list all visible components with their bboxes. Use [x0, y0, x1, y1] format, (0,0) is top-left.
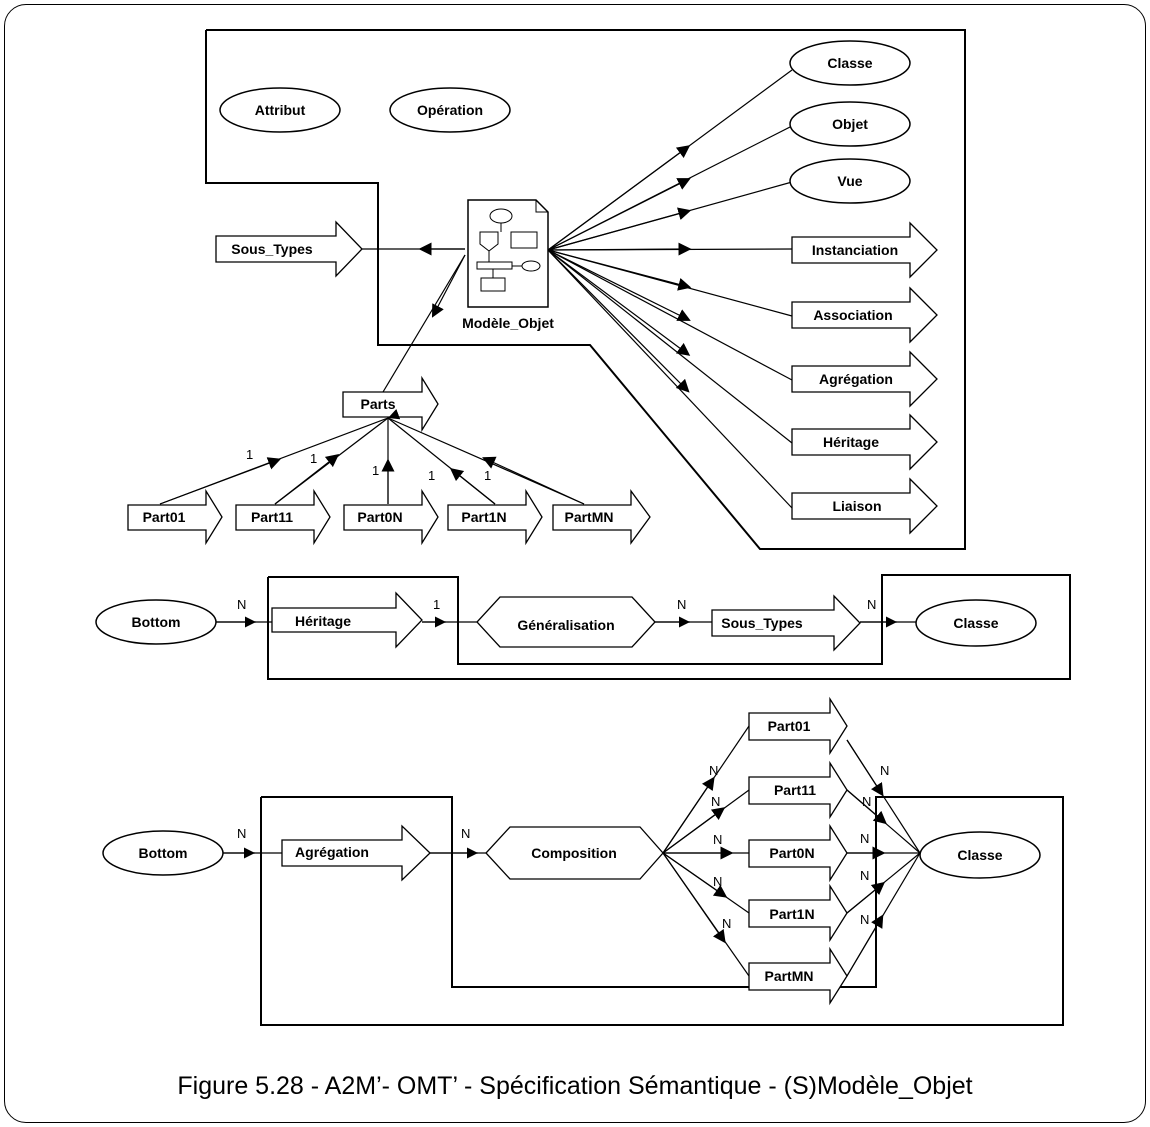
svg-text:N: N — [461, 826, 470, 841]
svg-text:N: N — [711, 794, 720, 809]
svg-text:PartMN: PartMN — [764, 968, 813, 984]
svg-text:Liaison: Liaison — [832, 498, 881, 514]
figure-frame — [4, 4, 1146, 1123]
svg-text:Instanciation: Instanciation — [812, 242, 898, 258]
modele-objet-label: Modèle_Objet — [462, 315, 554, 331]
svg-text:Part0N: Part0N — [357, 509, 402, 525]
svg-text:Bottom: Bottom — [139, 845, 188, 861]
instanciation-node: Instanciation — [791, 221, 938, 279]
svg-text:N: N — [860, 912, 869, 927]
lower-link-arrowheads — [215, 739, 887, 977]
svg-text:Part01: Part01 — [143, 509, 186, 525]
agregation-node: Agrégation — [791, 350, 938, 408]
svg-text:Opération: Opération — [417, 102, 483, 118]
svg-text:Agrégation: Agrégation — [295, 844, 369, 860]
parts-link-arrowheads — [159, 454, 585, 505]
svg-text:Classe: Classe — [957, 847, 1002, 863]
svg-text:Parts: Parts — [360, 396, 395, 412]
svg-text:Part11: Part11 — [251, 509, 293, 525]
modele-objet-link-arrowheads — [418, 145, 692, 393]
classe-node: Classe — [789, 40, 911, 86]
lower-partmn-node: PartMN — [748, 946, 848, 1006]
top-region-boundary — [205, 29, 966, 550]
svg-text:N: N — [860, 831, 869, 846]
modele-objet-links — [362, 69, 793, 509]
svg-text:N: N — [713, 832, 722, 847]
middle-sous-types-node: Sous_Types — [711, 594, 861, 652]
svg-text:Part0N: Part0N — [769, 845, 814, 861]
svg-text:PartMN: PartMN — [564, 509, 613, 525]
parts-multiplicities: 1 1 1 1 1 — [246, 447, 491, 483]
svg-text:N: N — [709, 763, 718, 778]
vue-node: Vue — [789, 158, 911, 204]
svg-text:Part01: Part01 — [768, 718, 811, 734]
svg-text:Classe: Classe — [827, 55, 872, 71]
svg-text:N: N — [880, 763, 889, 778]
svg-text:Association: Association — [813, 307, 892, 323]
middle-bottom-node: Bottom — [95, 599, 217, 645]
svg-text:N: N — [237, 826, 246, 841]
generalisation-node: Généralisation — [476, 596, 656, 648]
lower-classe-node: Classe — [919, 831, 1041, 879]
operation-node: Opération — [389, 87, 511, 133]
svg-text:N: N — [860, 868, 869, 883]
lower-multiplicities: N N N N N N N N N N N N — [237, 763, 889, 931]
top-part0n-node: Part0N — [343, 488, 439, 546]
svg-text:Part11: Part11 — [774, 782, 816, 798]
svg-text:1: 1 — [428, 468, 435, 483]
svg-text:Bottom: Bottom — [132, 614, 181, 630]
top-part01-node: Part01 — [127, 488, 223, 546]
svg-text:N: N — [677, 597, 686, 612]
svg-text:N: N — [867, 597, 876, 612]
lower-part11-node: Part11 — [748, 760, 848, 820]
top-partmn-node: PartMN — [552, 489, 651, 545]
top-part11-node: Part11 — [235, 488, 331, 546]
svg-text:Composition: Composition — [531, 845, 617, 861]
middle-classe-node: Classe — [915, 599, 1037, 647]
svg-text:Classe: Classe — [953, 615, 998, 631]
svg-text:N: N — [862, 794, 871, 809]
svg-text:Part1N: Part1N — [769, 906, 814, 922]
middle-region-boundary — [267, 574, 1071, 680]
lower-part0n-node: Part0N — [748, 823, 848, 883]
svg-text:1: 1 — [246, 447, 253, 462]
sous-types-node: Sous_Types — [215, 220, 363, 278]
parts-node: Parts — [342, 375, 439, 433]
svg-text:Part1N: Part1N — [461, 509, 506, 525]
svg-text:Agrégation: Agrégation — [819, 371, 893, 387]
parts-links — [159, 408, 585, 505]
attribut-node: Attribut — [219, 87, 341, 133]
figure-caption: Figure 5.28 - A2M’- OMT’ - Spécification… — [177, 1072, 973, 1100]
lower-part1n-node: Part1N — [748, 883, 848, 943]
svg-text:Vue: Vue — [837, 173, 862, 189]
svg-text:1: 1 — [310, 451, 317, 466]
svg-text:Attribut: Attribut — [255, 102, 306, 118]
association-node: Association — [791, 286, 938, 344]
composition-node: Composition — [485, 826, 664, 880]
svg-text:1: 1 — [433, 597, 440, 612]
svg-text:N: N — [722, 916, 731, 931]
top-part1n-node: Part1N — [447, 488, 543, 546]
svg-text:N: N — [237, 597, 246, 612]
modele-objet-document-icon — [467, 199, 549, 308]
lower-part01-node: Part01 — [748, 696, 848, 756]
svg-text:1: 1 — [484, 468, 491, 483]
svg-text:Objet: Objet — [832, 116, 868, 132]
lower-region-boundary — [260, 796, 1064, 1026]
svg-text:Héritage: Héritage — [295, 613, 351, 629]
objet-node: Objet — [789, 101, 911, 147]
liaison-node: Liaison — [791, 477, 938, 535]
lower-bottom-node: Bottom — [102, 830, 224, 876]
svg-text:Sous_Types: Sous_Types — [231, 241, 313, 257]
svg-text:1: 1 — [372, 463, 379, 478]
svg-text:N: N — [713, 874, 722, 889]
svg-text:Généralisation: Généralisation — [517, 617, 614, 633]
middle-heritage-node: Héritage — [271, 591, 423, 649]
lower-agregation-node: Agrégation — [281, 824, 431, 882]
heritage-node: Héritage — [791, 413, 938, 471]
svg-text:Sous_Types: Sous_Types — [721, 615, 803, 631]
middle-multiplicities: N 1 N N — [237, 597, 876, 612]
svg-text:Héritage: Héritage — [823, 434, 879, 450]
